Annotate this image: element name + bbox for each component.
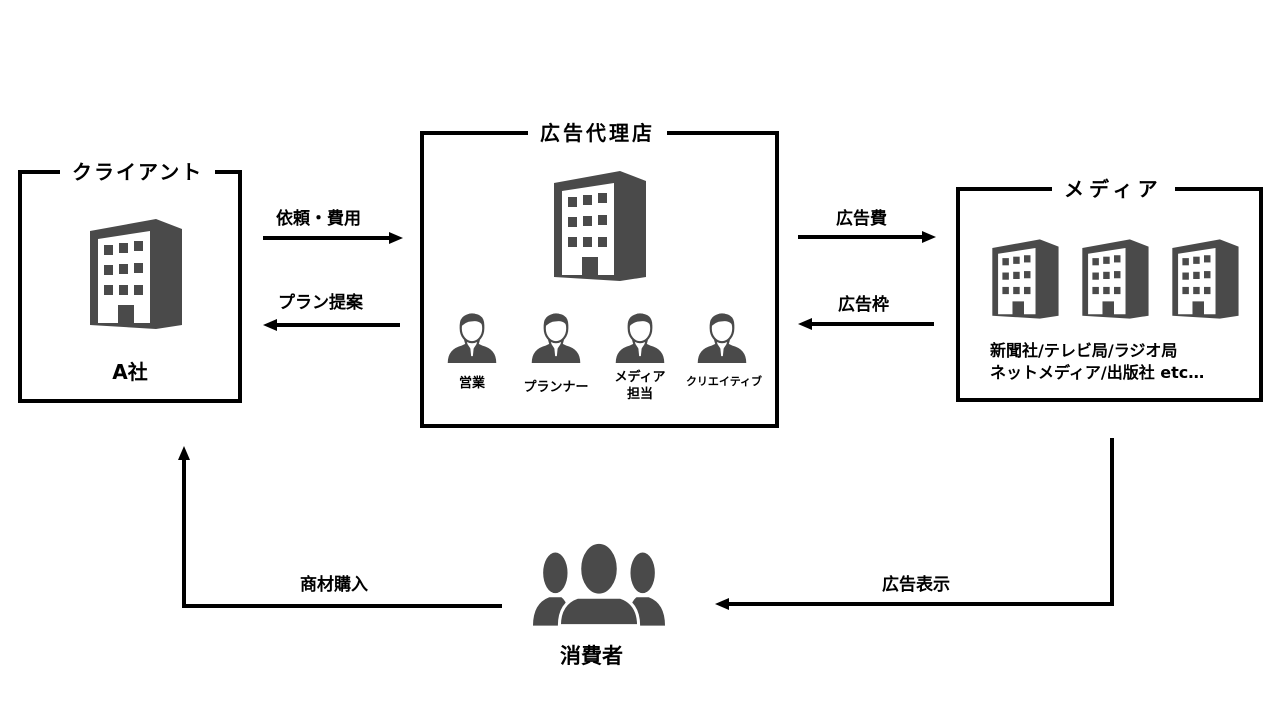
arrow-right <box>263 230 403 246</box>
client-box: クライアント A社 <box>18 158 242 403</box>
client-title: クライアント <box>60 158 216 186</box>
flow-label-ad-display: 広告表示 <box>882 575 950 595</box>
flow-label-ad-fee: 広告費 <box>836 209 887 229</box>
group-icon <box>533 542 665 626</box>
businessman-icon <box>614 307 666 367</box>
businessman-icon <box>696 307 748 367</box>
client-name: A社 <box>112 360 148 384</box>
flow-label-ad-space: 広告枠 <box>838 295 889 315</box>
role-media-buyer-line1: メディア <box>614 370 666 385</box>
flow-label-purchase: 商材購入 <box>300 575 368 595</box>
building-icon <box>84 218 184 330</box>
role-planner: プランナー <box>523 380 589 395</box>
building-icon <box>1078 239 1150 319</box>
role-creative: クリエイティブ <box>685 375 763 388</box>
role-media-buyer-line2: 担当 <box>626 387 653 402</box>
arrow-consumer-to-client <box>175 446 505 616</box>
arrow-left <box>798 316 938 332</box>
building-icon <box>988 239 1060 319</box>
arrow-right <box>798 229 938 245</box>
arrow-media-to-consumer <box>715 436 1120 616</box>
media-box: メディア 新聞社/テレビ局/ラジオ局 ネットメディア/出版社 etc… <box>956 175 1263 402</box>
building-icon <box>1168 239 1240 319</box>
consumer-label: 消費者 <box>560 644 623 668</box>
building-icon <box>548 169 648 283</box>
arrow-left <box>263 317 403 333</box>
agency-box: 広告代理店 営業 プランナー メディア 担当 クリエイティブ <box>420 119 779 428</box>
businessman-icon <box>530 307 582 367</box>
flow-label-request: 依頼・費用 <box>276 209 361 229</box>
media-desc-line1: 新聞社/テレビ局/ラジオ局 <box>990 341 1178 360</box>
media-desc-line2: ネットメディア/出版社 etc… <box>990 363 1205 382</box>
agency-title: 広告代理店 <box>528 119 667 147</box>
businessman-icon <box>446 307 498 367</box>
role-sales: 営業 <box>458 376 485 391</box>
flow-label-proposal: プラン提案 <box>278 293 363 313</box>
media-title: メディア <box>1052 175 1175 203</box>
role-media-buyer: メディア 担当 <box>600 369 680 403</box>
